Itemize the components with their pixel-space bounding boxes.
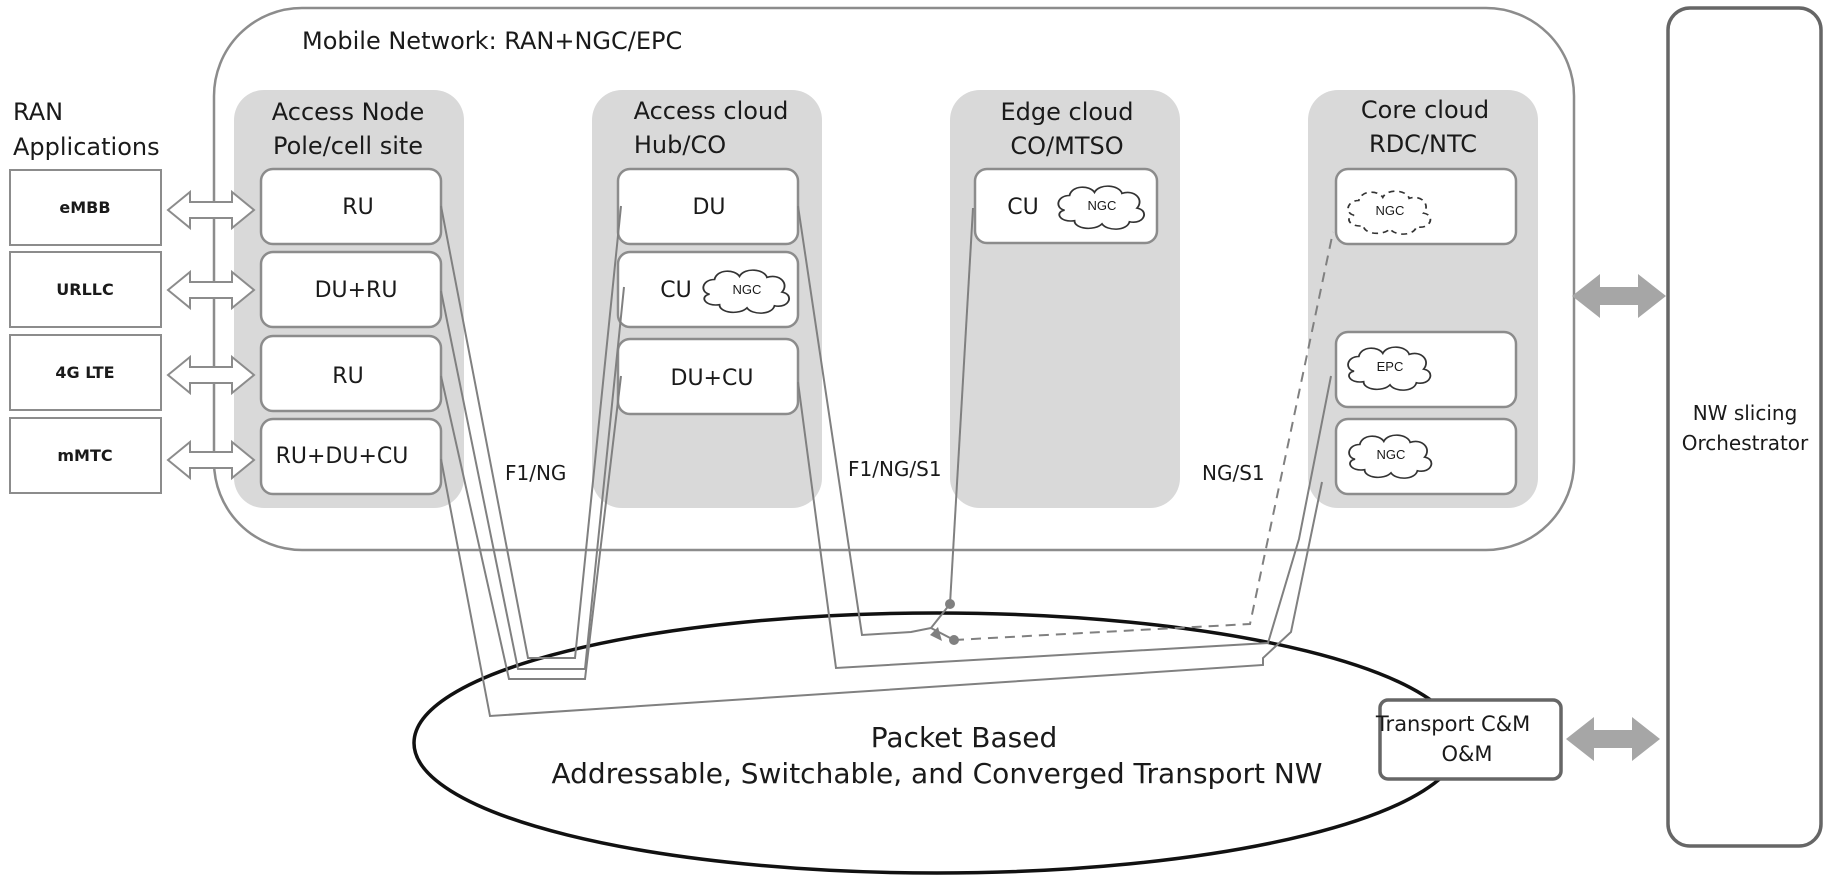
box-label: DU+CU — [671, 366, 754, 391]
core-cloud-subtitle: RDC/NTC — [1369, 130, 1477, 158]
edge-cloud-title: Edge cloud — [1000, 98, 1133, 126]
nw-slicing-orchestrator — [1666, 6, 1823, 848]
double-arrow-icon — [1572, 274, 1666, 318]
orchestrator-label-2: Orchestrator — [1682, 431, 1809, 455]
box-label: RU — [332, 364, 363, 389]
transport-cm-label: Transport C&M — [1375, 712, 1530, 736]
interconnect-lines — [440, 205, 1334, 718]
switch-node-dot — [949, 635, 959, 645]
access-node-title: Access Node — [272, 98, 424, 126]
cloud-label: NGC — [1088, 198, 1117, 213]
access-node-ru-box-2 — [259, 334, 443, 413]
access-cloud-du-cu-box — [616, 337, 800, 416]
cloud-label: EPC — [1377, 359, 1404, 374]
ran-app-label: URLLC — [56, 280, 113, 299]
interface-label-ng-s1: NG/S1 — [1202, 461, 1265, 485]
ran-app-label: 4G LTE — [55, 363, 114, 382]
ran-apps-heading-2: Applications — [13, 133, 160, 161]
box-label: DU+RU — [315, 278, 398, 303]
interface-label-f1-ng-s1: F1/NG/S1 — [848, 457, 942, 481]
transport-om-label: O&M — [1441, 742, 1492, 766]
transport-title: Packet Based — [871, 721, 1057, 754]
double-arrow-icon — [166, 189, 256, 231]
switch-node-dot — [945, 599, 955, 609]
access-cloud-subtitle: Hub/CO — [634, 131, 726, 159]
box-label: CU — [1007, 195, 1038, 220]
ran-apps-heading: RAN — [13, 98, 63, 126]
access-node-ru-du-cu-box — [259, 417, 443, 496]
box-label: CU — [660, 278, 691, 303]
access-cloud-title: Access cloud — [634, 97, 789, 125]
ran-app-mmtc: mMTC — [9, 417, 162, 494]
switch-arrowhead-icon — [930, 627, 942, 641]
cloud-label: NGC — [1377, 447, 1406, 462]
edge-cloud-subtitle: CO/MTSO — [1010, 132, 1123, 160]
interface-label-f1-ng: F1/NG — [505, 461, 566, 485]
box-label: DU — [692, 195, 725, 220]
mobile-network-container — [212, 6, 1576, 552]
ran-app-urllc: URLLC — [9, 251, 162, 328]
double-arrow-icon — [1566, 717, 1660, 761]
cloud-label: NGC — [733, 282, 762, 297]
mobile-network-title: Mobile Network: RAN+NGC/EPC — [302, 27, 682, 55]
transport-cm-box — [1378, 698, 1563, 781]
double-arrow-icon — [166, 269, 256, 311]
ran-app-embb: eMBB — [9, 169, 162, 246]
transport-subtitle: Addressable, Switchable, and Converged T… — [552, 757, 1323, 790]
box-label: RU — [342, 195, 373, 220]
orchestrator-label: NW slicing — [1693, 401, 1798, 425]
cloud-label: NGC — [1376, 203, 1405, 218]
ran-app-4g-lte: 4G LTE — [9, 334, 162, 411]
access-node-subtitle: Pole/cell site — [273, 132, 423, 160]
double-arrow-icon — [166, 354, 256, 396]
ran-app-label: eMBB — [59, 198, 110, 217]
core-cloud-title: Core cloud — [1361, 96, 1489, 124]
access-node-du-ru-box — [259, 250, 443, 329]
box-label: RU+DU+CU — [276, 444, 409, 469]
ran-app-label: mMTC — [57, 446, 112, 465]
double-arrow-icon — [166, 439, 256, 481]
